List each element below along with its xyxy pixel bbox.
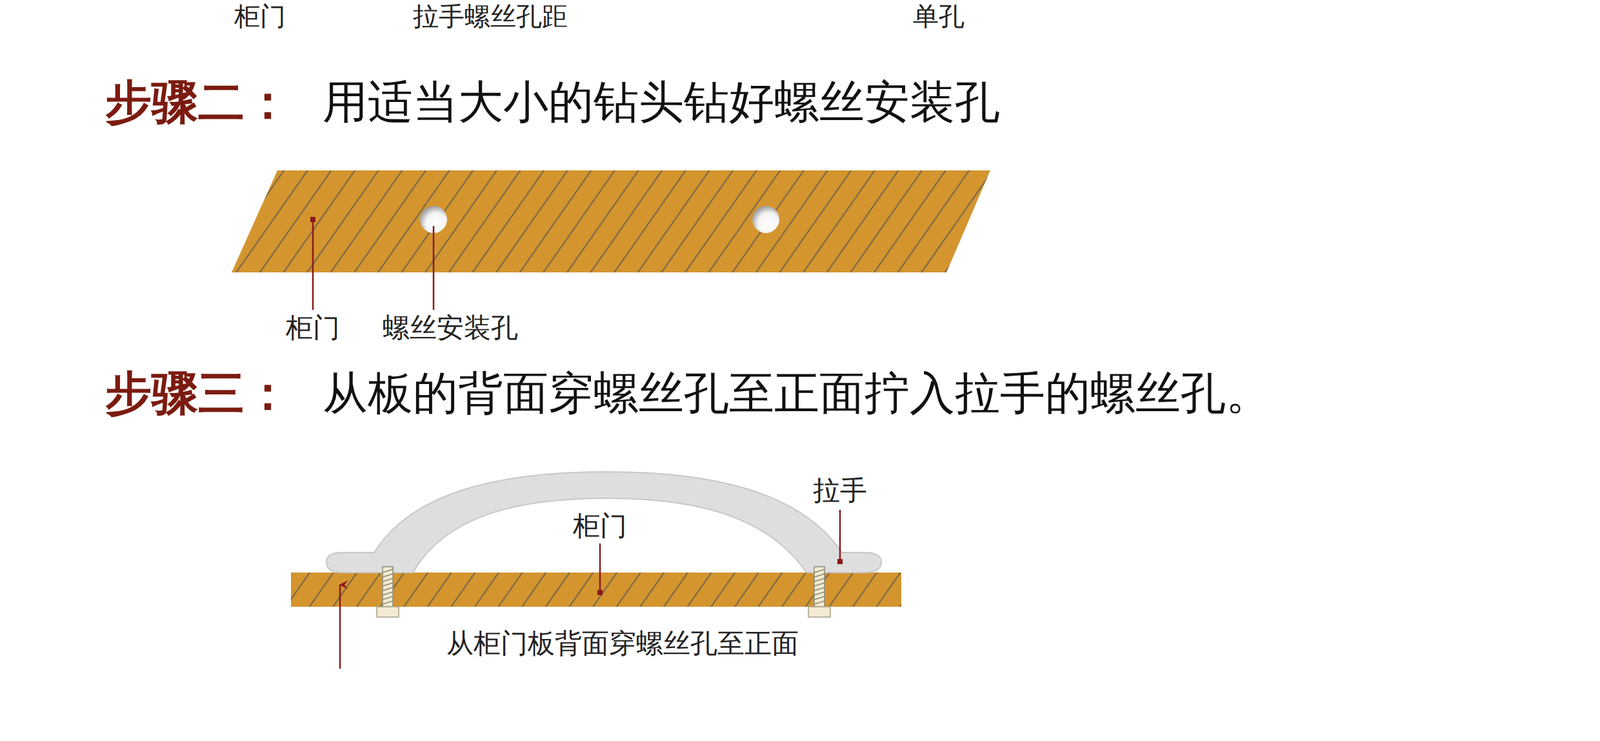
screw-thread — [814, 591, 825, 595]
screw-thread — [814, 587, 825, 591]
part-label: 拉手 — [812, 474, 868, 506]
part-label: 螺丝安装孔 — [382, 312, 519, 344]
screw-thread — [382, 591, 393, 595]
screw-thread — [814, 600, 825, 604]
leader-dot — [310, 216, 316, 222]
screw-shaft — [382, 566, 393, 607]
part-label: 单孔 — [912, 1, 965, 31]
screw-thread — [382, 569, 393, 573]
step-heading: 步骤二： — [105, 75, 291, 130]
step-text: 用适当大小的钻头钻好螺丝安装孔 — [322, 76, 1000, 129]
step-heading: 步骤三： — [105, 366, 291, 420]
screw-head — [808, 606, 831, 617]
screw-thread — [814, 569, 825, 573]
screw-thread — [382, 600, 393, 604]
screw-thread — [814, 596, 825, 600]
cabinet-door — [231, 170, 991, 273]
screw-thread — [382, 596, 393, 600]
dimension-label: 拉手螺丝孔距 — [412, 1, 568, 31]
leader-dot — [837, 558, 843, 564]
screw-thread — [382, 573, 393, 577]
screw-thread — [382, 578, 393, 582]
screw-thread — [382, 587, 393, 591]
part-label: 柜门 — [572, 510, 628, 542]
screw-thread — [814, 582, 825, 586]
screw-shaft — [814, 566, 825, 607]
leader-dot — [597, 589, 603, 595]
step-text: 从板的背面穿螺丝孔至正面拧入拉手的螺丝孔。 — [322, 367, 1271, 420]
screws — [376, 566, 831, 617]
screw-thread — [814, 578, 825, 582]
screw-head — [376, 606, 399, 617]
part-label: 柜门 — [285, 312, 340, 344]
screw-thread — [382, 582, 393, 586]
screw-thread — [814, 573, 825, 577]
handle — [326, 471, 882, 573]
screw-hole — [752, 205, 780, 233]
leader-lines — [312, 219, 434, 310]
part-label: 柜门 — [234, 1, 286, 31]
leader-lines — [340, 509, 840, 669]
note-label: 从柜门板背面穿螺丝孔至正面 — [446, 627, 799, 659]
